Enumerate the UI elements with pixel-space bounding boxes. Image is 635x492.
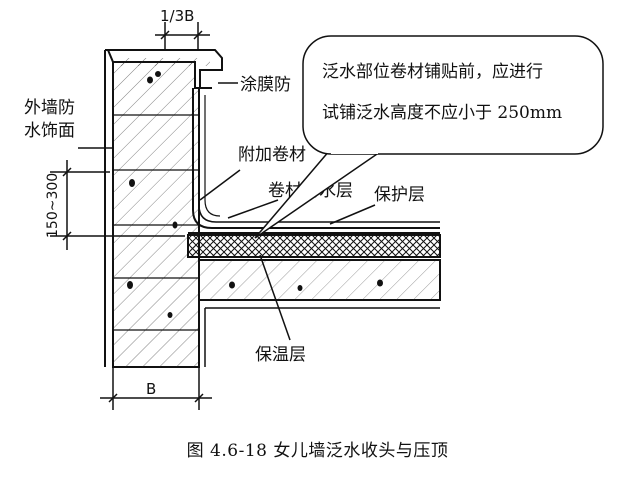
label-additional-membrane: 附加卷材 (238, 145, 306, 165)
membrane-layers (188, 88, 440, 234)
coping-cap (106, 49, 223, 89)
dim-top-label: 1/3B (160, 7, 194, 25)
callout-bubble: 泛水部位卷材铺贴前，应进行 试铺泛水高度不应小于 250mm (254, 35, 604, 239)
dim-height-label: 150~300 (45, 173, 61, 238)
leader-lines (78, 82, 376, 341)
callout-line-1: 泛水部位卷材铺贴前，应进行 (322, 62, 543, 82)
callout-line-2: 试铺泛水高度不应小于 250mm (322, 103, 562, 123)
label-exterior-wall-1: 外墙防 (24, 98, 75, 118)
dimension-bottom (100, 367, 212, 410)
figure-caption: 图 4.6-18 女儿墙泛水收头与压顶 (186, 441, 449, 461)
label-protection-layer: 保护层 (374, 185, 425, 205)
label-coating: 涂膜防 (240, 75, 291, 95)
dimension-top (155, 22, 210, 50)
label-insulation-layer: 保温层 (255, 345, 306, 365)
parapet-wall (104, 49, 200, 368)
dim-base-label: B (146, 380, 156, 398)
roof-slab (198, 259, 441, 367)
label-exterior-wall-2: 水饰面 (24, 121, 75, 141)
dimension-left (50, 160, 185, 250)
insulation-layer (187, 234, 441, 258)
